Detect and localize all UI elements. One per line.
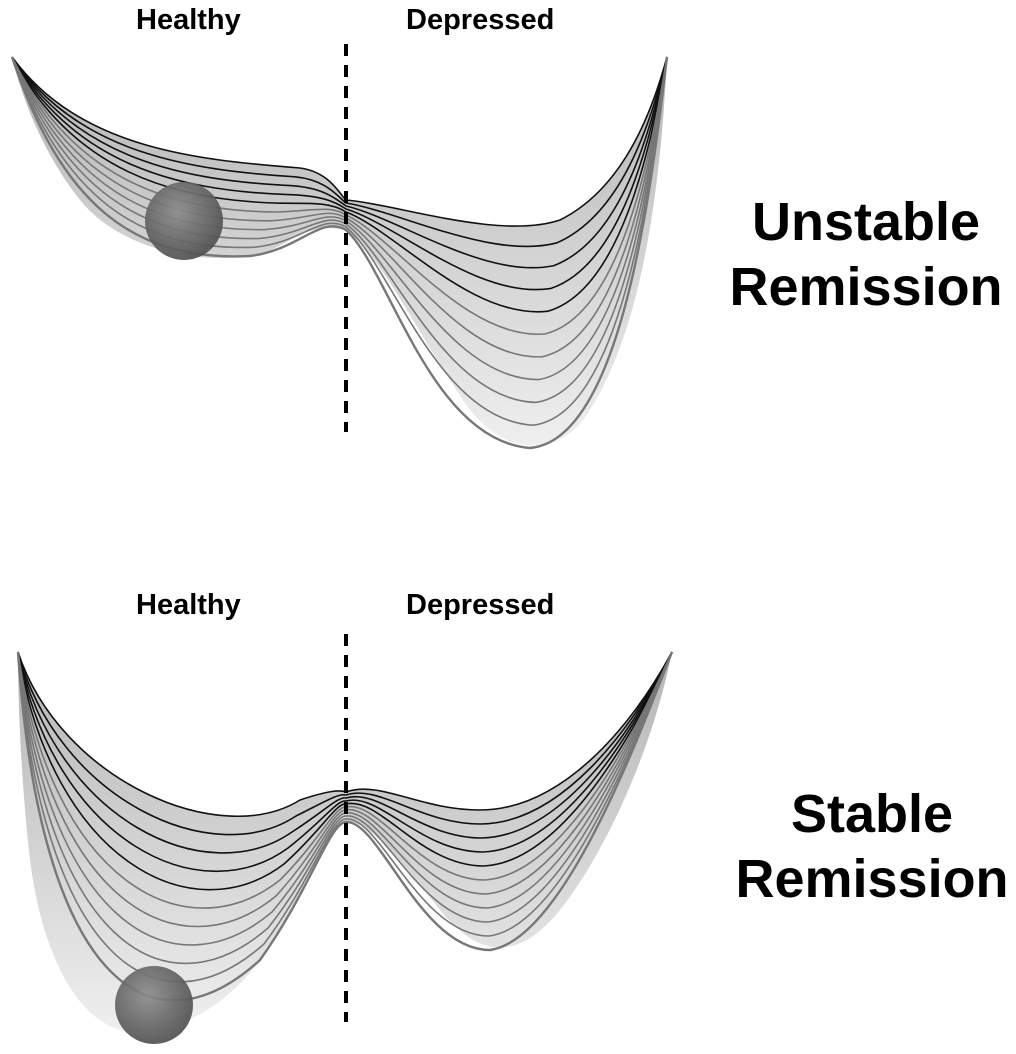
stable-remission-panel: Healthy Depressed Stable Remission (0, 560, 1016, 1054)
healthy-label: Healthy (136, 4, 241, 36)
contour-line (11, 56, 668, 291)
healthy-label: Healthy (136, 589, 241, 621)
contour-line (11, 56, 668, 248)
caption-line-1: Unstable (751, 192, 981, 252)
caption-line-2: Remission (735, 848, 1009, 909)
unstable-remission-panel: Healthy Depressed Unstable Remission (0, 0, 1016, 500)
contour-line (11, 56, 668, 313)
unstable-landscape-diagram (10, 44, 669, 450)
contour-lines (10, 56, 669, 450)
contour-line (11, 56, 668, 381)
contour-line (17, 651, 673, 873)
contour-line (17, 651, 673, 836)
contour-line (17, 651, 673, 965)
contour-line (11, 56, 668, 404)
depressed-label: Depressed (406, 4, 555, 36)
contour-line (11, 56, 668, 358)
contour-line (11, 56, 668, 427)
landscape-surface (12, 57, 667, 446)
caption-line-2: Remission (729, 256, 1003, 317)
caption: Unstable Remission (716, 190, 1016, 320)
stable-landscape-diagram (16, 634, 674, 1044)
ball (115, 966, 193, 1044)
caption: Stable Remission (722, 782, 1016, 912)
contour-line (10, 56, 669, 450)
ball (145, 182, 223, 260)
caption-line-1: Stable (790, 784, 954, 844)
contour-line (17, 651, 673, 854)
contour-line (11, 56, 668, 335)
landscape-surface (18, 652, 672, 1033)
contour-line (17, 651, 673, 983)
contour-line (11, 56, 668, 269)
depressed-label: Depressed (406, 589, 555, 621)
contour-line (16, 651, 674, 1002)
contour-line (11, 56, 668, 227)
